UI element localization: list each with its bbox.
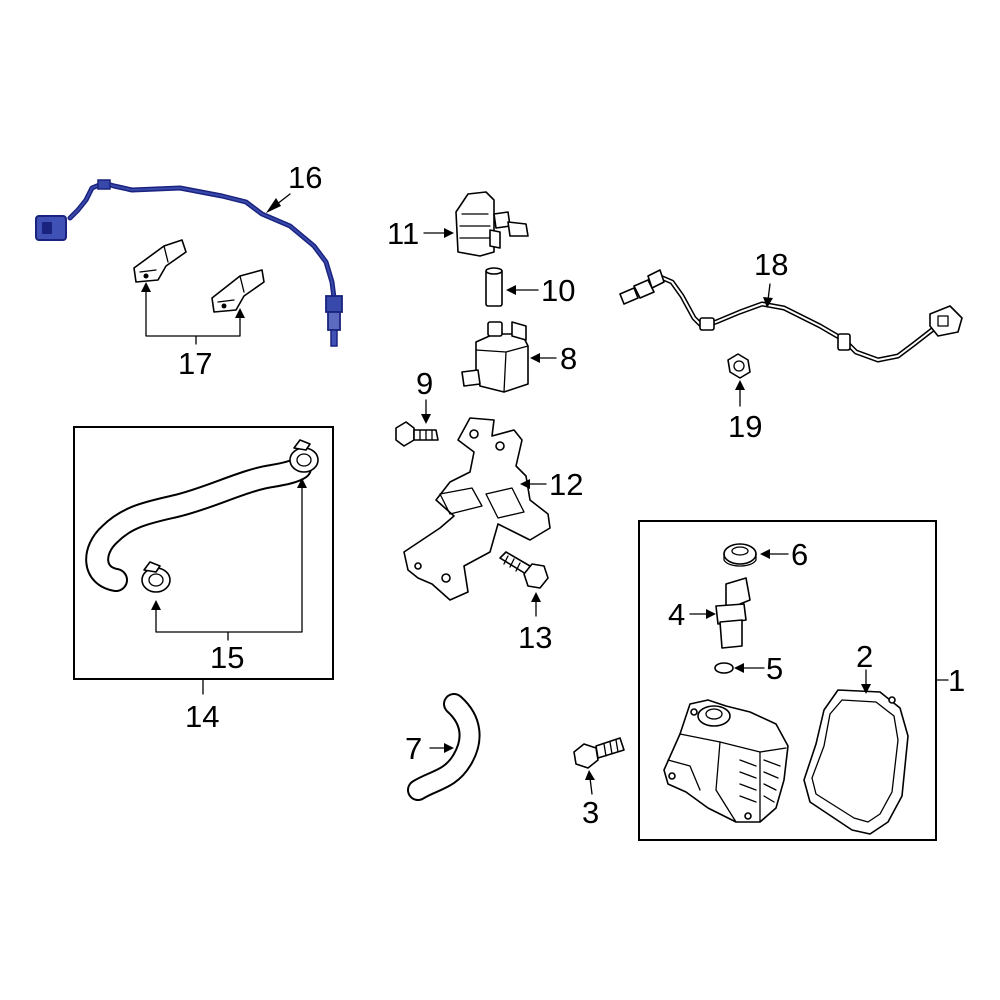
grommet-6[interactable] (723, 543, 757, 567)
callout-4-leader (689, 609, 716, 619)
callout-13: 13 (518, 620, 552, 655)
callout-10: 10 (541, 273, 575, 308)
callout-16: 16 (288, 160, 322, 195)
callout-19-leader (735, 380, 745, 407)
callout-7: 7 (405, 731, 422, 766)
callout-6-leader (760, 549, 789, 559)
callout-10-leader (506, 285, 539, 295)
callout-labels: 1 2 3 4 5 6 7 8 9 10 11 12 13 14 15 16 1… (178, 160, 965, 830)
callout-3: 3 (582, 795, 599, 830)
callout-8-leader (530, 353, 557, 363)
bolt-3[interactable] (573, 737, 625, 769)
callout-5: 5 (766, 651, 783, 686)
callout-15-leader (151, 478, 307, 641)
callout-11-leader (423, 228, 454, 238)
callout-13-leader (531, 592, 541, 617)
pcv-valve[interactable] (715, 577, 751, 649)
hose-clamp-lower[interactable] (141, 561, 171, 593)
bolt-9[interactable] (395, 421, 439, 447)
callout-6: 6 (791, 537, 808, 572)
callout-18-leader (763, 283, 773, 308)
o-ring-5[interactable] (714, 662, 734, 674)
hose-assembly[interactable] (85, 456, 312, 592)
bolt-13[interactable] (499, 551, 549, 589)
callout-2: 2 (856, 639, 873, 674)
callout-15: 15 (210, 640, 244, 675)
mounting-bracket[interactable] (403, 417, 551, 601)
sensor-bracket-right[interactable] (211, 269, 265, 313)
oxygen-sensor-downstream[interactable] (619, 269, 963, 363)
callout-5-leader (734, 663, 765, 673)
callout-9-leader (421, 399, 431, 424)
cover-gasket[interactable] (803, 689, 909, 835)
callout-19: 19 (728, 409, 762, 444)
hose-sleeve[interactable] (485, 267, 503, 307)
hose-clamp-upper[interactable] (289, 439, 319, 473)
oxygen-sensor-upstream[interactable] (35, 179, 343, 347)
vacuum-hose-7[interactable] (407, 693, 481, 801)
sensor-bracket-left[interactable] (133, 239, 187, 283)
callout-12: 12 (549, 467, 583, 502)
callout-2-leader (861, 669, 871, 694)
callout-9: 9 (416, 366, 433, 401)
callout-3-leader (585, 770, 595, 795)
crankcase-cover[interactable] (663, 699, 789, 823)
nut-19[interactable] (727, 353, 751, 379)
callout-8: 8 (560, 341, 577, 376)
callout-18: 18 (754, 247, 788, 282)
callout-11: 11 (387, 216, 419, 251)
callout-17-leader (141, 282, 245, 345)
callout-17: 17 (178, 346, 212, 381)
callout-16-leader (266, 193, 291, 213)
callout-14: 14 (185, 699, 219, 734)
purge-solenoid-valve[interactable] (455, 191, 529, 257)
callout-4: 4 (668, 597, 685, 632)
purge-valve[interactable] (461, 321, 529, 393)
callout-7-leader (429, 743, 454, 753)
callout-1: 1 (948, 663, 965, 698)
callout-12-leader (520, 479, 547, 489)
